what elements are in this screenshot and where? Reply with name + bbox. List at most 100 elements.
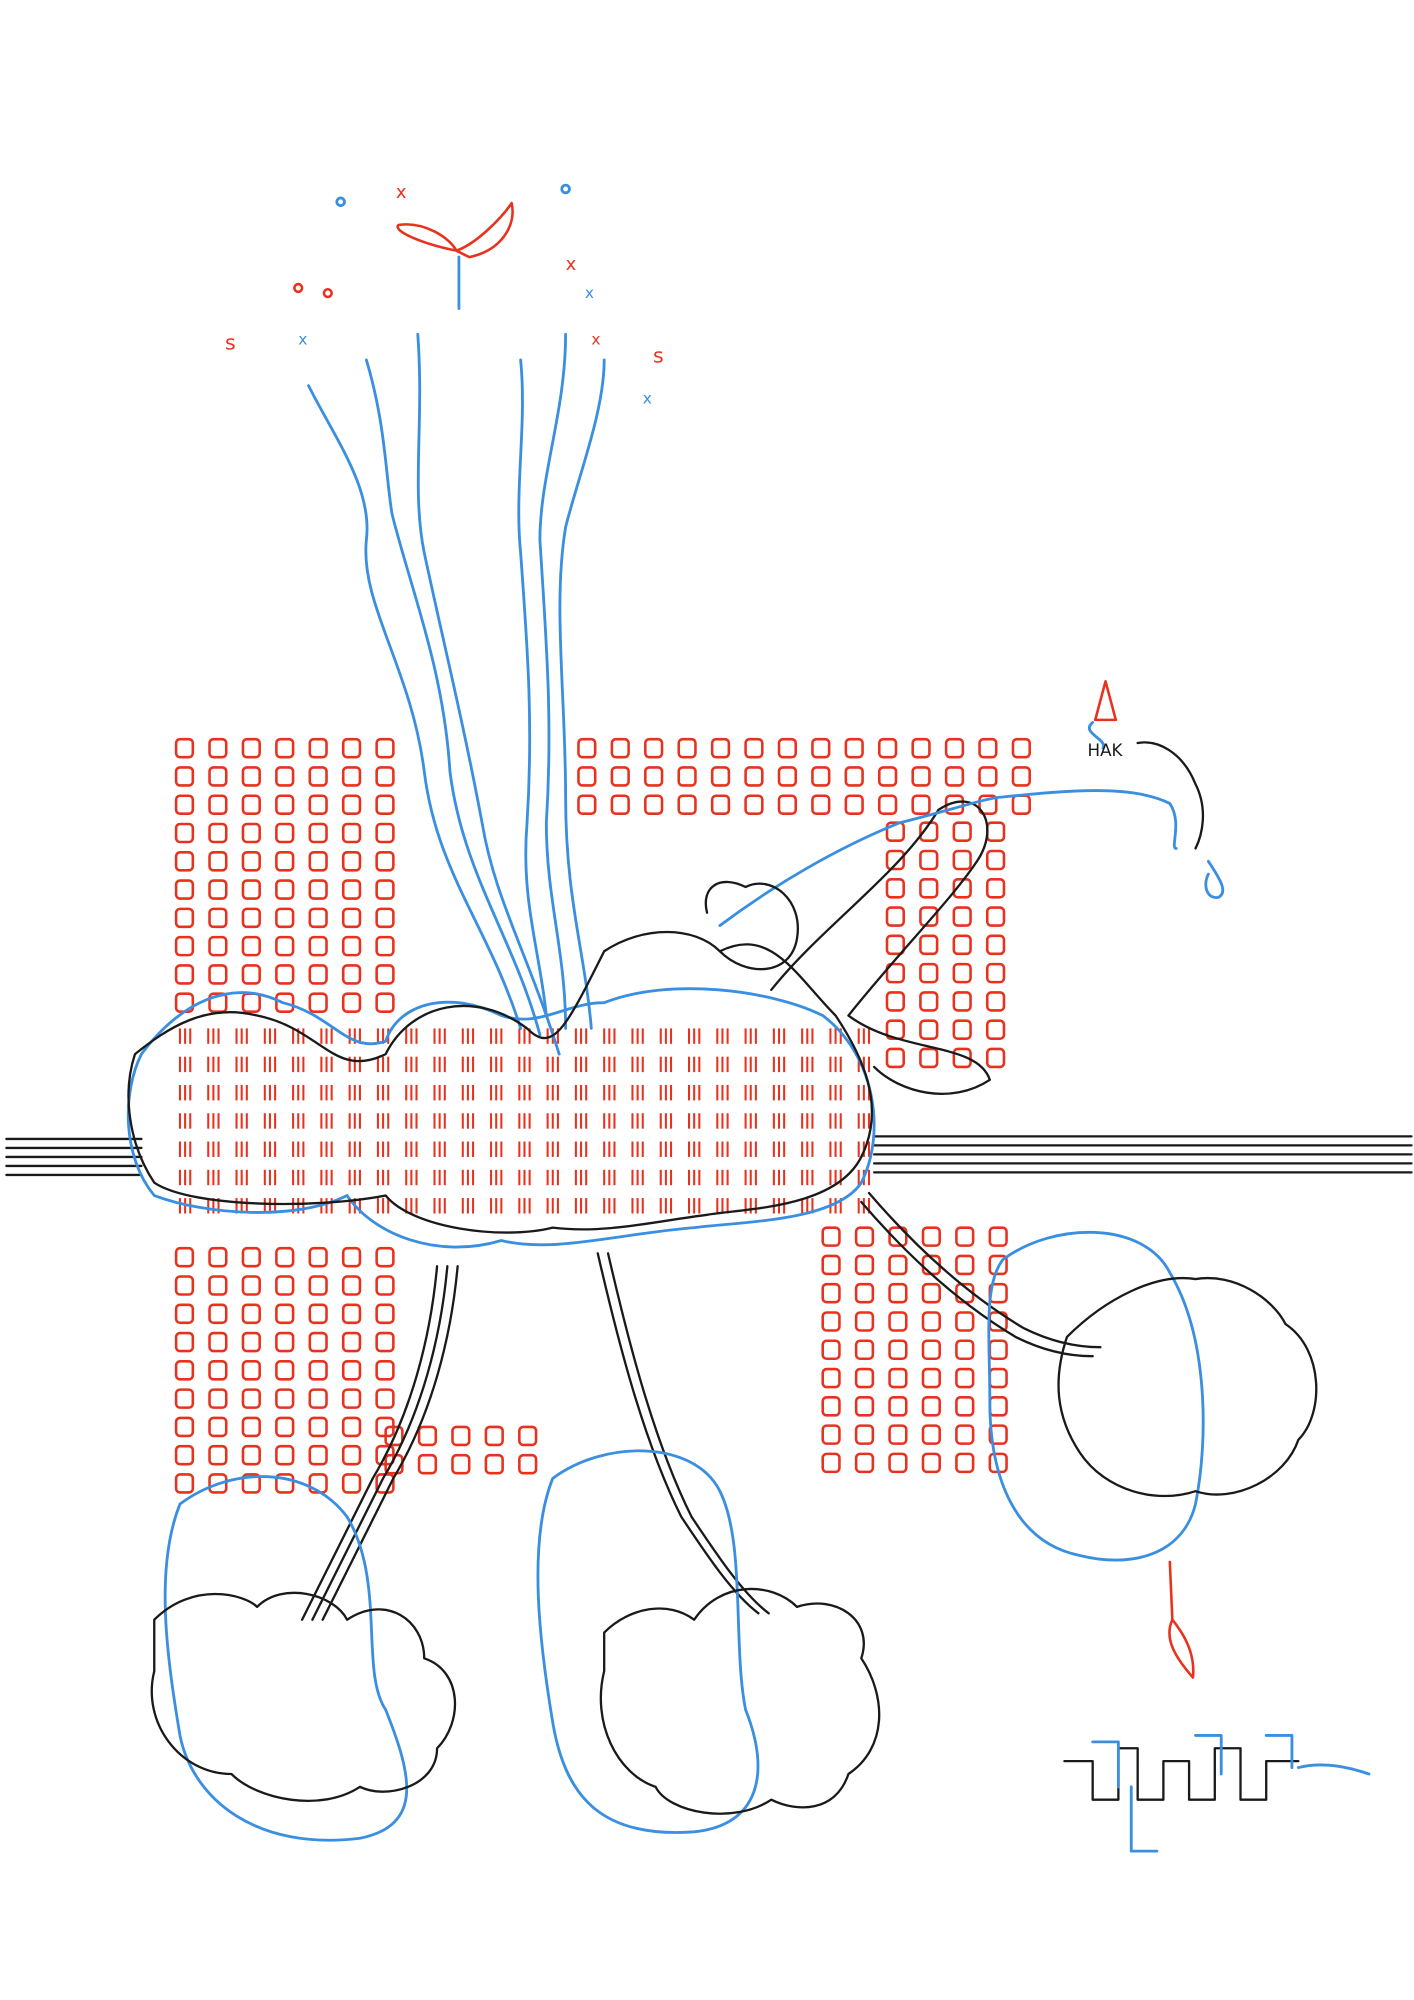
red-glyph — [308, 1416, 328, 1438]
red-glyph — [275, 1275, 295, 1296]
red-glyph — [341, 1388, 362, 1409]
red-glyph — [577, 737, 597, 759]
red-glyph — [919, 849, 939, 871]
red-glyph — [241, 907, 261, 929]
red-glyph — [308, 737, 328, 759]
red-glyph — [885, 821, 905, 843]
red-glyph — [341, 851, 362, 872]
red-glyph — [275, 766, 295, 787]
red-glyph — [241, 1444, 261, 1466]
red-glyph — [208, 1331, 228, 1353]
red-glyph — [955, 1226, 975, 1247]
red-glyph — [1011, 794, 1031, 816]
red-glyph — [988, 1396, 1008, 1417]
red-glyph — [341, 935, 362, 957]
red-glyph — [710, 794, 731, 816]
svg-text:x: x — [566, 254, 577, 275]
red-glyph — [811, 794, 831, 816]
red-glyph — [375, 1246, 395, 1268]
red-glyph — [341, 794, 362, 816]
red-glyph — [885, 934, 905, 956]
red-glyph — [888, 1367, 908, 1389]
red-glyph — [275, 935, 295, 957]
red-glyph — [375, 1388, 395, 1409]
scattered-marks: s s x x x x x x — [225, 182, 664, 408]
red-glyph — [821, 1452, 841, 1474]
red-glyph — [208, 1360, 228, 1381]
red-glyph — [888, 1226, 908, 1247]
red-glyph — [241, 794, 261, 816]
red-glyph — [518, 1453, 538, 1475]
red-glyph — [174, 851, 195, 872]
red-glyph — [844, 737, 864, 759]
red-glyph — [241, 822, 261, 844]
red-glyph — [777, 794, 798, 816]
red-glyph — [484, 1425, 504, 1447]
red-glyph — [985, 849, 1006, 871]
red-glyph — [308, 1275, 328, 1296]
svg-text:x: x — [298, 331, 307, 349]
red-glyph — [375, 822, 395, 844]
red-glyph — [241, 1275, 261, 1296]
red-glyph — [777, 766, 798, 787]
red-glyph — [241, 766, 261, 787]
red-glyph — [208, 1388, 228, 1409]
red-glyph — [821, 1254, 841, 1276]
red-glyph — [1011, 766, 1031, 787]
red-glyph — [375, 737, 395, 759]
red-glyph — [241, 737, 261, 759]
red-glyph — [677, 766, 697, 787]
red-glyph — [888, 1311, 908, 1332]
red-glyph — [955, 1452, 975, 1474]
red-glyph — [988, 1367, 1008, 1389]
red-glyph — [341, 992, 362, 1013]
red-glyph — [308, 907, 328, 929]
red-glyph — [955, 1254, 975, 1276]
red-glyph — [821, 1424, 841, 1445]
red-glyph — [208, 964, 228, 985]
svg-text:x: x — [585, 284, 594, 302]
red-glyph — [341, 1360, 362, 1381]
red-glyph — [208, 822, 228, 844]
red-glyph — [341, 1473, 362, 1494]
red-glyph — [341, 1331, 362, 1353]
red-glyph — [988, 1226, 1008, 1247]
red-glyph — [888, 1424, 908, 1445]
red-glyph — [919, 934, 939, 956]
red-glyph — [174, 822, 195, 844]
red-glyph-grid — [174, 737, 1031, 1494]
red-glyph — [174, 1331, 195, 1353]
red-glyph — [821, 1311, 841, 1332]
red-glyph — [208, 1473, 228, 1494]
red-glyph — [375, 1303, 395, 1325]
red-glyph — [985, 906, 1006, 927]
red-glyph — [275, 1388, 295, 1409]
red-glyph — [854, 1254, 875, 1276]
red-glyph — [744, 794, 764, 816]
red-glyph — [888, 1452, 908, 1474]
svg-text:x: x — [591, 331, 600, 349]
red-glyph — [610, 794, 630, 816]
red-glyph — [885, 849, 905, 871]
red-glyph — [921, 1367, 941, 1389]
red-glyph — [821, 1282, 841, 1304]
red-glyph — [241, 992, 261, 1013]
red-glyph — [577, 766, 597, 787]
red-glyph — [174, 1246, 195, 1268]
red-glyph — [417, 1453, 438, 1475]
red-glyph — [978, 794, 998, 816]
red-glyph — [341, 737, 362, 759]
red-glyph — [174, 1388, 195, 1409]
drip-and-label: HAK — [1088, 680, 1225, 899]
red-glyph — [174, 1416, 195, 1438]
red-glyph — [384, 1425, 404, 1447]
central-figure — [126, 789, 1178, 1249]
red-glyph — [919, 1019, 939, 1040]
red-glyph — [275, 1360, 295, 1381]
red-glyph — [275, 822, 295, 844]
red-glyph — [888, 1254, 908, 1276]
red-glyph — [952, 877, 972, 899]
red-glyph — [877, 737, 898, 759]
red-glyph — [944, 737, 965, 759]
blue-streams — [307, 332, 606, 1056]
